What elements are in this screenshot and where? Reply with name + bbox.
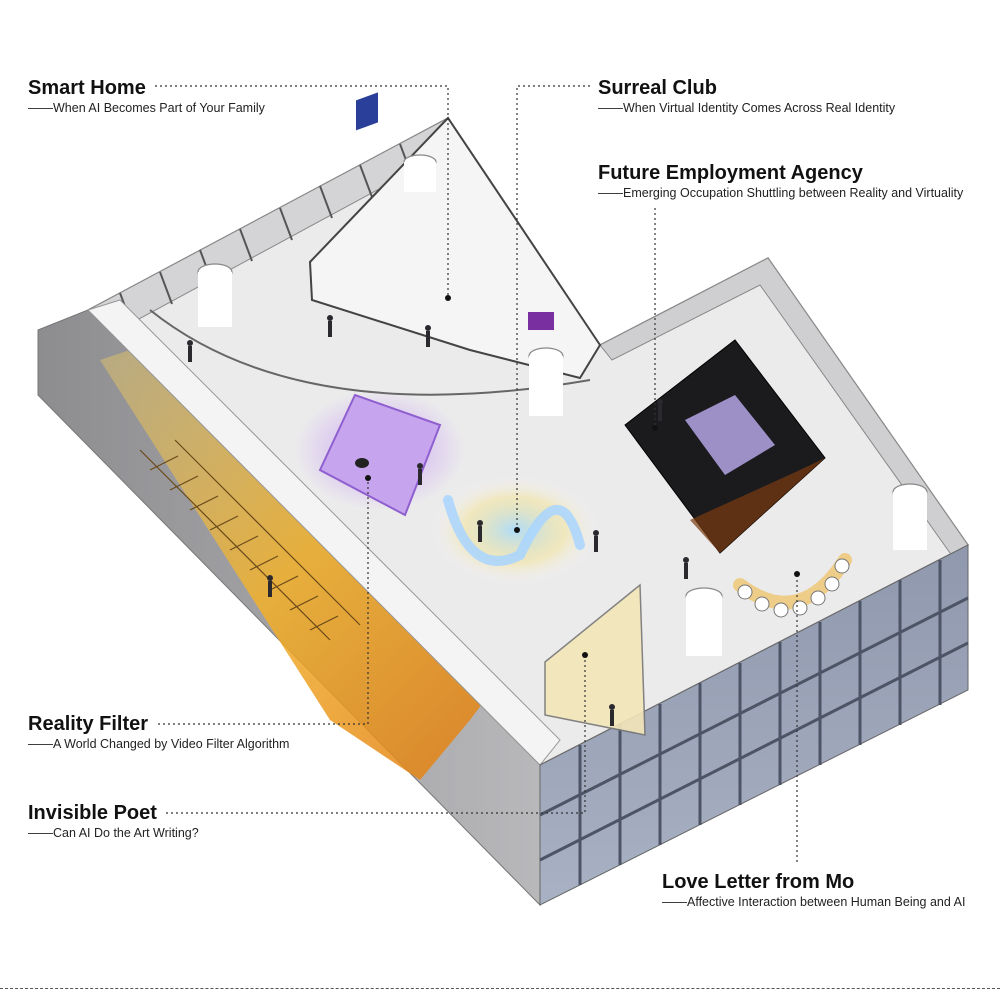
leader-endpoints: [365, 295, 800, 658]
invisible-poet-room: [544, 583, 646, 736]
reality-filter-dot: [355, 458, 369, 468]
label-reality-filter: Reality Filter ——A World Changed by Vide…: [28, 712, 289, 752]
label-smart-home: Smart Home ——When AI Becomes Part of You…: [28, 76, 265, 116]
label-subtitle: ——Affective Interaction between Human Be…: [662, 895, 966, 909]
label-title: Surreal Club: [598, 77, 717, 99]
bottom-dashed-rule: [0, 988, 1000, 989]
leader-reality-filter: [158, 478, 369, 725]
leader-lines: [155, 85, 798, 862]
people: [187, 315, 689, 726]
west-wall-ledge: [87, 299, 561, 766]
columns: [197, 154, 928, 656]
stair-glow: [100, 340, 500, 780]
smart-home-blue-screen: [356, 92, 378, 131]
agency-inner-cube: [685, 395, 775, 475]
love-letter-arc: [733, 553, 852, 610]
label-title: Future Employment Agency: [598, 162, 863, 184]
label-title: Invisible Poet: [28, 802, 157, 824]
label-subtitle: ——A World Changed by Video Filter Algori…: [28, 737, 290, 751]
smart-home-purple-sofa: [528, 312, 554, 330]
label-future-employment-agency: Future Employment Agency ——Emerging Occu…: [598, 161, 963, 201]
reality-filter-booth: [318, 393, 442, 517]
label-subtitle: ——When Virtual Identity Comes Across Rea…: [598, 101, 896, 115]
label-subtitle: ——Emerging Occupation Shuttling between …: [598, 186, 964, 200]
label-title: Smart Home: [28, 77, 146, 99]
agency-lit-floor: [690, 458, 825, 553]
smart-home-curve: [149, 309, 591, 396]
label-invisible-poet: Invisible Poet ——Can AI Do the Art Writi…: [28, 801, 199, 841]
label-love-letter-from-mo: Love Letter from Mo ——Affective Interact…: [662, 870, 965, 910]
label-title: Love Letter from Mo: [662, 871, 855, 893]
label-surreal-club: Surreal Club ——When Virtual Identity Com…: [598, 76, 895, 116]
label-subtitle: ——Can AI Do the Art Writing?: [28, 826, 199, 840]
surreal-club-ring: [443, 495, 585, 566]
facade-grid: [539, 560, 969, 885]
label-title: Reality Filter: [28, 713, 149, 735]
love-letter-seats: [737, 558, 850, 618]
label-subtitle: ——When AI Becomes Part of Your Family: [28, 101, 265, 115]
staircase: [139, 439, 361, 641]
